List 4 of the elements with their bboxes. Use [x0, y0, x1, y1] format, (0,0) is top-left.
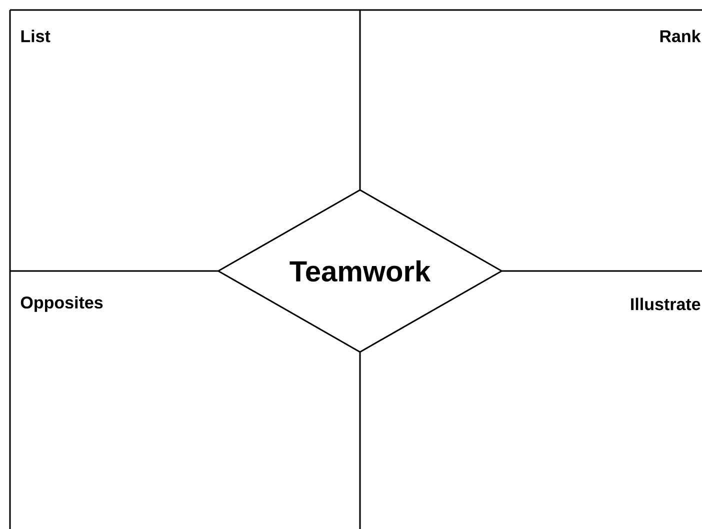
- quadrant-label: Opposites: [20, 296, 103, 312]
- quadrant-label: List: [21, 30, 50, 42]
- quadrant-label: Illustrate: [631, 298, 700, 310]
- quadrant-label: Rank: [660, 30, 701, 42]
